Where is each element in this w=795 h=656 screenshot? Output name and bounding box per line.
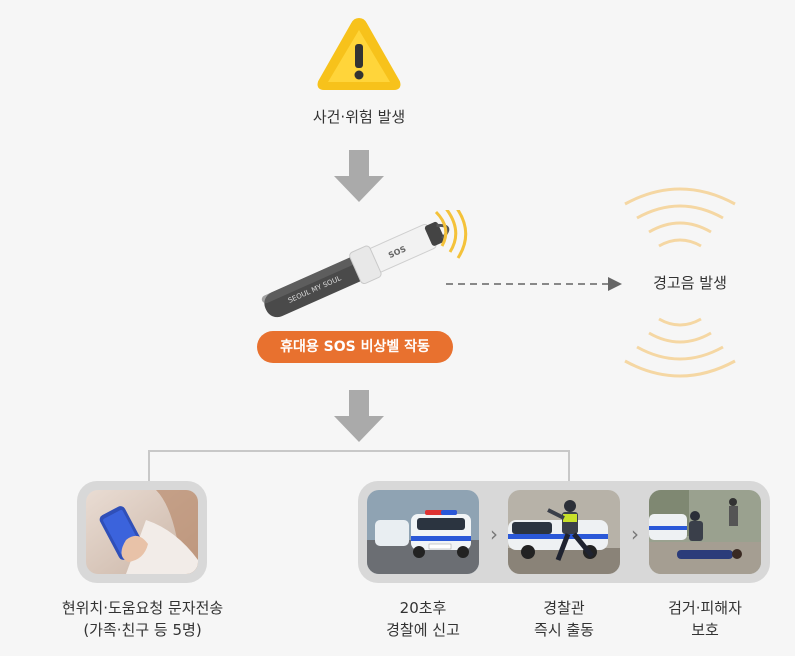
police-step-line2: 보호 (691, 621, 719, 639)
chevron-right-icon: › (490, 522, 498, 546)
chevron-right-icon: › (631, 522, 639, 546)
dashed-right-arrow-icon (446, 277, 622, 291)
warning-triangle-icon (317, 18, 401, 90)
police-step-line1: 20초후 (399, 599, 447, 617)
branch-connector (148, 450, 570, 490)
sos-bell-device-image: SEOUL MY SOUL SOS (261, 210, 468, 318)
police-step-line1: 경찰관 (543, 599, 585, 617)
message-caption-line1: 현위치·도움요청 문자전송 (61, 599, 224, 617)
police-step-caption: 20초후 경찰에 신고 (363, 597, 483, 641)
police-step-caption: 경찰관 즉시 출동 (504, 597, 624, 641)
arrest-photo (649, 490, 761, 574)
police-step-caption: 검거·피해자 보호 (645, 597, 765, 641)
message-caption-line2: (가족·친구 등 5명) (83, 621, 202, 639)
police-step-line1: 검거·피해자 (668, 599, 742, 617)
phone-message-photo (86, 490, 198, 574)
message-caption: 현위치·도움요청 문자전송 (가족·친구 등 5명) (40, 597, 245, 641)
device-action-pill: 휴대용 SOS 비상벨 작동 (257, 331, 453, 363)
sound-waves-icon (624, 317, 736, 378)
police-step-line2: 경찰에 신고 (386, 621, 460, 639)
police-dispatch-photo (508, 490, 620, 574)
down-arrow-icon (334, 390, 384, 442)
incident-label: 사건·위험 발생 (312, 108, 406, 126)
down-arrow-icon (334, 150, 384, 202)
sound-waves-icon (624, 187, 736, 248)
police-step-line2: 즉시 출동 (534, 621, 594, 639)
police-car-photo (367, 490, 479, 574)
alarm-label: 경고음 발생 (653, 274, 727, 292)
